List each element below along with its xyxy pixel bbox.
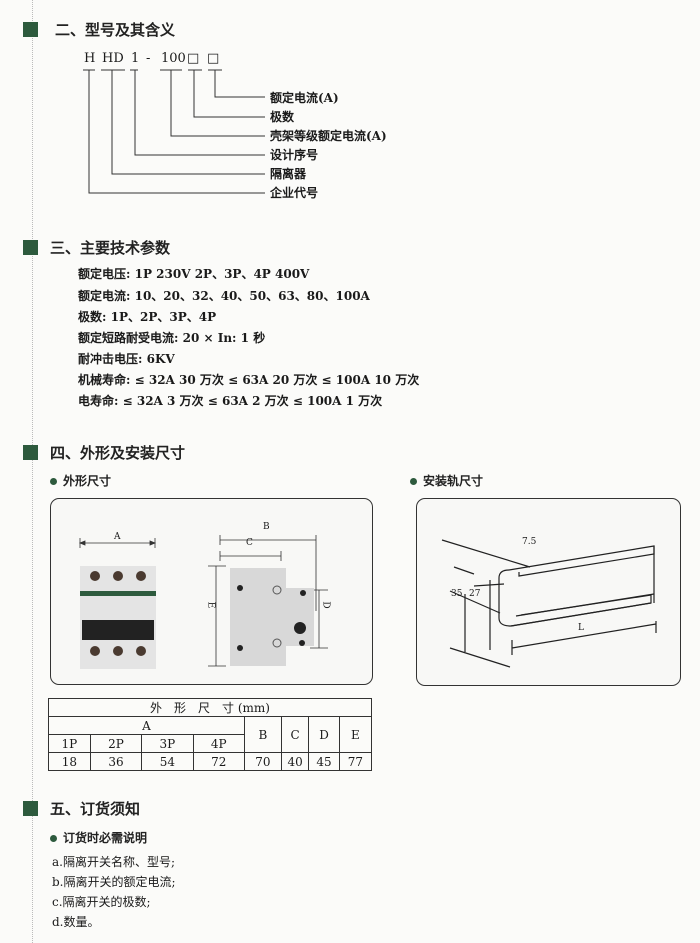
din-rail-drawing [441, 539, 657, 668]
bullet-icon [50, 835, 57, 842]
model-diagram-lines [83, 69, 265, 194]
section-title-dimensions: 四、外形及安装尺寸 [50, 444, 186, 462]
subheading-order-notes: 订货时必需说明 [50, 829, 147, 846]
table-header-e: E [338, 716, 373, 753]
table-header-3p: 3P [141, 734, 194, 753]
section-marker [23, 801, 38, 816]
param-short-circuit: 额定短路耐受电流: 20 × In: 1 秒 [78, 331, 266, 345]
table-header-1p: 1P [48, 734, 91, 753]
order-item: b.隔离开关的额定电流; [52, 875, 176, 889]
rail-dim-width: 7.5 [522, 537, 537, 547]
table-header-c: C [280, 716, 310, 753]
table-cell: 72 [192, 752, 245, 771]
param-rated-current: 额定电流: 10、20、32、40、50、63、80、100A [78, 289, 370, 303]
param-impulse-voltage: 耐冲击电压: 6KV [78, 352, 175, 366]
order-item: d.数量。 [52, 915, 100, 929]
table-header-d: D [308, 716, 340, 753]
breaker-drawing [78, 535, 328, 669]
table-header-4p: 4P [192, 734, 245, 753]
table-cell: 70 [243, 752, 282, 771]
param-rated-voltage: 额定电压: 1P 230V 2P、3P、4P 400V [78, 267, 310, 281]
subheading-rail: 安装轨尺寸 [410, 472, 483, 489]
margin-rule [32, 0, 33, 943]
model-part-h: H [84, 51, 96, 66]
label-isolator: 隔离器 [270, 167, 307, 181]
model-part-1: 1 [131, 51, 140, 66]
bullet-icon [50, 478, 57, 485]
rail-figure-box [416, 498, 681, 686]
param-poles: 极数: 1P、2P、3P、4P [78, 310, 217, 324]
model-part-poles: □ [187, 51, 200, 66]
section-title-ordering: 五、订货须知 [50, 800, 141, 818]
model-part-dash: - [146, 51, 151, 66]
section-title-model: 二、型号及其含义 [55, 21, 176, 39]
model-part-hd: HD [102, 51, 124, 66]
param-mechanical-life: 机械寿命: ≤ 32A 30 万次 ≤ 63A 20 万次 ≤ 100A 10 … [78, 373, 420, 387]
dimensions-table: 外 形 尺 寸 (mm) A B C D E 1P 2P 3P 4P 18 36… [48, 698, 373, 771]
table-header-2p: 2P [89, 734, 143, 753]
table-cell: 18 [48, 752, 91, 771]
rail-dim-height-27: 27 [469, 589, 481, 599]
table-cell: 45 [308, 752, 340, 771]
table-cell: 77 [338, 752, 373, 771]
dim-label-e: E [205, 601, 216, 609]
model-part-100: 100 [161, 51, 186, 66]
table-row: 18 36 54 72 70 40 45 77 [48, 752, 373, 771]
section-marker [23, 445, 38, 460]
table-cell: 40 [280, 752, 310, 771]
label-design-no: 设计序号 [270, 148, 319, 162]
section-marker [23, 22, 38, 37]
dim-label-d: D [320, 601, 331, 609]
label-frame-current: 壳架等级额定电流(A) [270, 129, 387, 143]
table-cell: 36 [89, 752, 143, 771]
table-header-b: B [243, 716, 282, 753]
order-item: c.隔离开关的极数; [52, 895, 151, 909]
section-marker [23, 240, 38, 255]
label-rated-current: 额定电流(A) [270, 91, 339, 105]
model-part-current: □ [207, 51, 220, 66]
bullet-icon [410, 478, 417, 485]
rail-dim-height-35: 35 [451, 589, 463, 599]
label-poles: 极数 [270, 110, 295, 124]
section-title-params: 三、主要技术参数 [50, 239, 171, 257]
dim-label-a: A [114, 532, 121, 542]
param-electrical-life: 电寿命: ≤ 32A 3 万次 ≤ 63A 2 万次 ≤ 100A 1 万次 [78, 394, 383, 408]
dim-label-b: B [263, 522, 270, 532]
label-company-code: 企业代号 [270, 186, 319, 200]
table-header-a: A [48, 716, 245, 735]
table-title: 外 形 尺 寸 (mm) [48, 698, 372, 717]
dim-label-c: C [246, 538, 253, 548]
order-item: a.隔离开关名称、型号; [52, 855, 176, 869]
table-cell: 54 [141, 752, 194, 771]
subheading-outline: 外形尺寸 [50, 472, 111, 489]
rail-dim-length: L [578, 623, 584, 633]
